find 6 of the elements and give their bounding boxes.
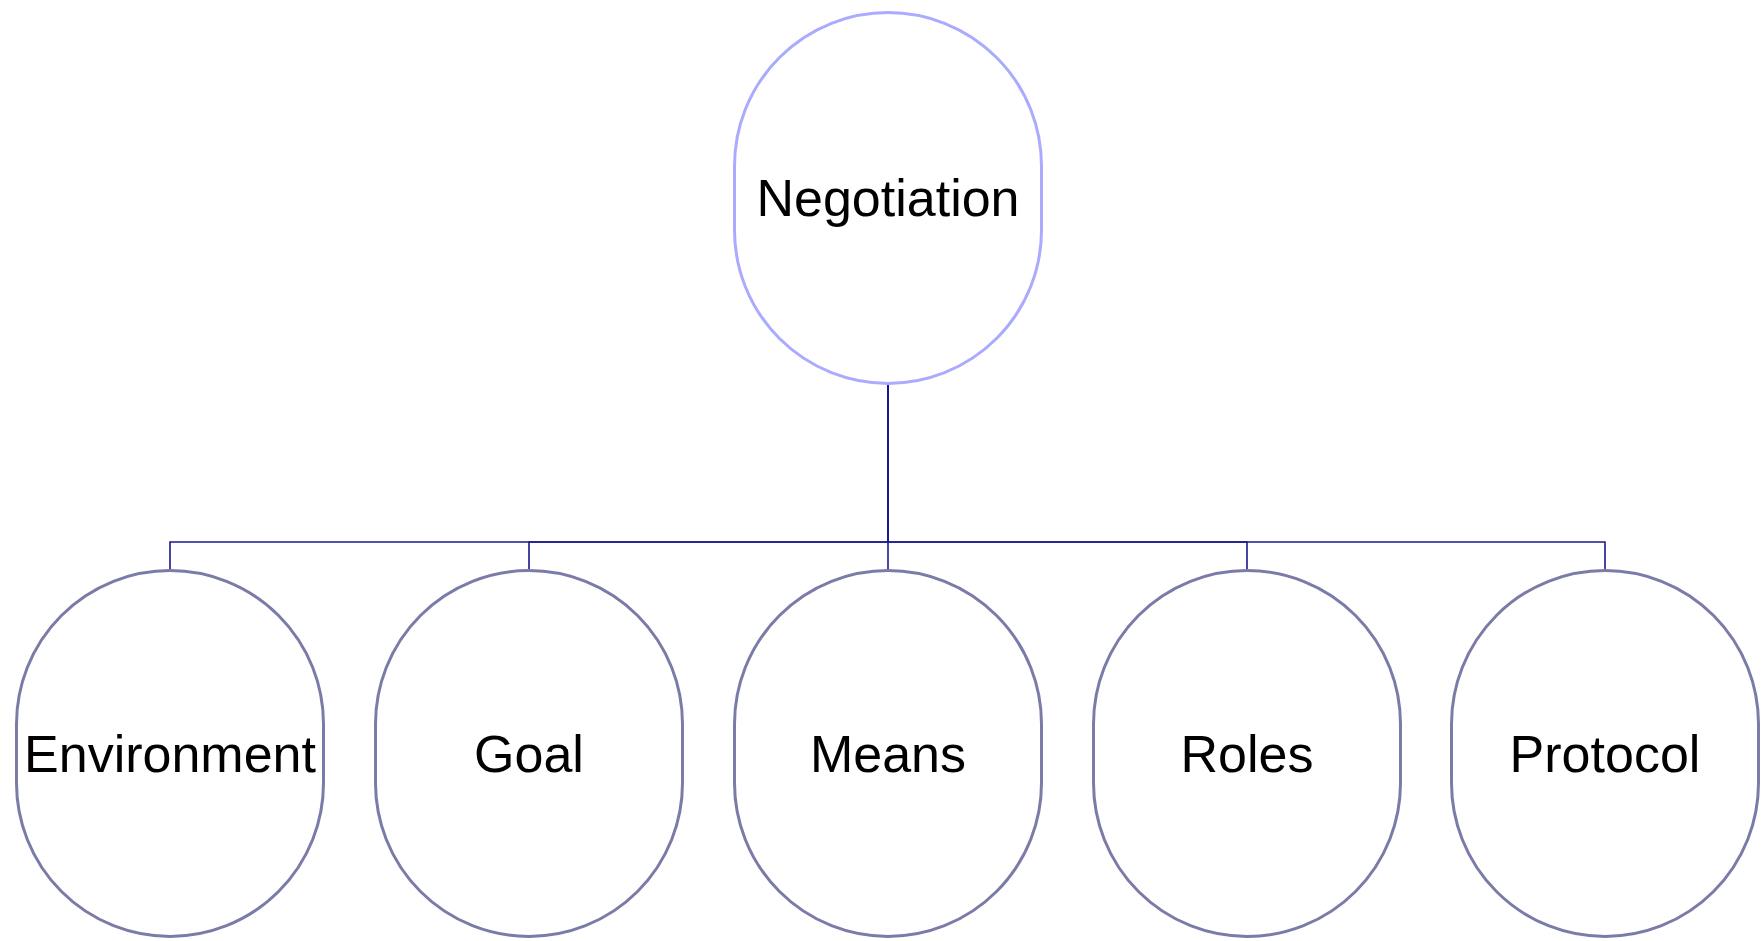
node-label: Goal (474, 723, 584, 784)
node-label: Negotiation (756, 168, 1020, 228)
node-label: Roles (1180, 723, 1314, 784)
node-label: Means (809, 723, 967, 784)
node-label: Protocol (1509, 723, 1701, 784)
node-label: Environment (24, 723, 316, 784)
